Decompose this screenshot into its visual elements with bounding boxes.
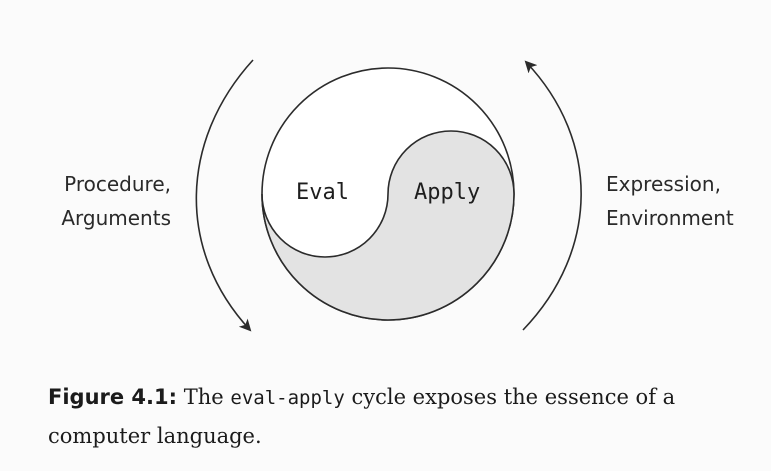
eval-apply-diagram xyxy=(195,59,582,332)
caption-code: eval-apply xyxy=(230,387,345,409)
caption-text-after: cycle exposes the essence of a computer … xyxy=(48,385,676,448)
left-label-line-1: Procedure, xyxy=(64,172,171,196)
caption-text-before: The xyxy=(183,385,224,409)
procedure-arguments-label: Procedure, Arguments xyxy=(61,167,171,235)
right-label-line-1: Expression, xyxy=(606,172,721,196)
left-cycle-arrow xyxy=(195,59,254,332)
right-cycle-arrow xyxy=(522,60,582,331)
expression-environment-label: Expression, Environment xyxy=(606,167,734,235)
left-label-line-2: Arguments xyxy=(61,206,171,230)
apply-label: Apply xyxy=(414,180,481,205)
caption-figure-number: Figure 4.1: xyxy=(48,385,178,409)
apply-region xyxy=(261,130,515,321)
right-label-line-2: Environment xyxy=(606,206,734,230)
eval-label: Eval xyxy=(296,180,349,205)
figure-caption: Figure 4.1: The eval-apply cycle exposes… xyxy=(48,378,738,455)
